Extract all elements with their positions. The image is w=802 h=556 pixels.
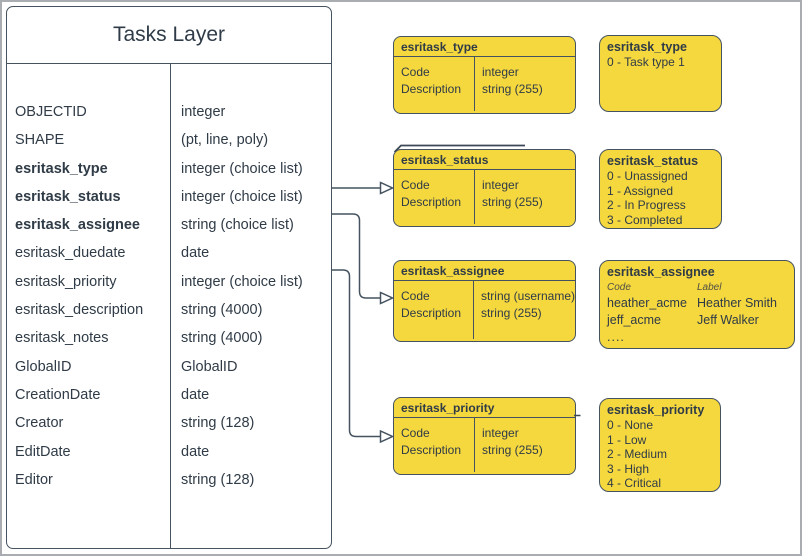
tasks-layer-field-list: OBJECTID integer SHAPE (pt, line, poly) es… — [7, 98, 331, 494]
value-item: 0 - None — [607, 418, 654, 432]
tasks-layer-title: Tasks Layer — [7, 7, 331, 64]
value-item: 0 - Unassigned — [607, 169, 688, 183]
column-header: Code — [607, 282, 631, 293]
note-title: esritask_status — [607, 154, 699, 168]
table-title: esritask_status — [394, 150, 575, 170]
ellipsis: .... — [607, 330, 625, 344]
field-name: esritask_assignee — [15, 217, 140, 234]
open-arrowhead-icon — [379, 291, 395, 305]
field-name: SHAPE — [15, 132, 65, 149]
assignee-code: jeff_acme — [607, 313, 661, 327]
field-type: string (128) — [181, 415, 255, 432]
field-row: esritask_type integer (choice list) — [7, 155, 331, 183]
field-type: integer (choice list) — [181, 188, 303, 205]
field-type: string (4000) — [181, 330, 263, 347]
field-type: string (4000) — [181, 302, 263, 319]
value-item: 0 - Task type 1 — [607, 55, 685, 69]
field-type: (pt, line, poly) — [181, 132, 269, 149]
table-title: esritask_type — [394, 37, 575, 57]
field-row: Creator string (128) — [7, 409, 331, 437]
field-name: esritask_type — [15, 160, 108, 177]
table-types: string (username) string (255) — [472, 281, 575, 339]
field-row: esritask_duedate date — [7, 239, 331, 267]
value-item: 2 - In Progress — [607, 198, 686, 213]
table-types: integer string (255) — [474, 418, 575, 472]
open-arrowhead-icon — [379, 181, 395, 195]
table-fields: Code Description — [401, 65, 462, 96]
value-item: 1 - Assigned — [607, 183, 674, 198]
field-type: string (choice list) — [181, 217, 294, 234]
esritask-priority-code-table: esritask_priority Code Description integ… — [393, 397, 576, 475]
note-title: esritask_type — [607, 40, 687, 54]
field-row: SHAPE (pt, line, poly) — [7, 126, 331, 154]
field-name: Editor — [15, 471, 53, 488]
connector-esritask-priority — [332, 269, 395, 444]
tasks-layer-column-divider — [170, 64, 171, 548]
field-type: GlobalID — [181, 358, 238, 375]
esritask-type-code-table: esritask_type Code Description integer s… — [393, 36, 576, 114]
open-arrowhead-icon — [379, 429, 395, 444]
esritask-assignee-code-table: esritask_assignee Code Description strin… — [393, 260, 576, 342]
field-name: esritask_description — [15, 302, 144, 319]
field-type: date — [181, 245, 210, 262]
tasks-layer-table: Tasks Layer OBJECTID integer SHAPE (pt, li… — [6, 6, 332, 549]
connector-esritask-status — [332, 181, 395, 195]
field-row: CreationDate date — [7, 381, 331, 409]
table-types: integer string (255) — [474, 57, 575, 111]
table-types: integer string (255) — [474, 170, 575, 224]
field-name: esritask_priority — [15, 273, 117, 290]
note-title: esritask_priority — [607, 403, 705, 417]
assignee-label: Jeff Walker — [697, 313, 759, 327]
table-title: esritask_priority — [394, 398, 575, 418]
value-item: 1 - Low — [607, 432, 647, 447]
field-name: esritask_status — [15, 188, 121, 205]
field-row: esritask_assignee string (choice list) — [7, 211, 331, 239]
field-row: esritask_priority integer (choice list) — [7, 268, 331, 296]
field-type: integer — [181, 104, 226, 120]
value-item: 2 - Medium — [607, 447, 668, 462]
field-type: date — [181, 386, 210, 403]
table-title: esritask_assignee — [394, 261, 575, 281]
field-name: OBJECTID — [15, 104, 87, 120]
field-type: date — [181, 443, 210, 460]
field-row: esritask_description string (4000) — [7, 296, 331, 324]
field-row: Editor string (128) — [7, 466, 331, 494]
assignee-value-table: Code Label heather_acme Heather Smith je… — [607, 280, 788, 329]
note-title: esritask_assignee — [607, 265, 715, 279]
field-type: string (128) — [181, 471, 255, 488]
value-item: 3 - Completed — [607, 212, 683, 227]
esritask-type-values-note: esritask_type 0 - Task type 1 — [599, 35, 722, 112]
assignee-code: heather_acme — [607, 296, 687, 310]
field-row: EditDate date — [7, 438, 331, 466]
value-item: 3 - High — [607, 461, 650, 476]
table-fields: Code Description — [401, 426, 462, 457]
field-name: esritask_duedate — [15, 245, 126, 262]
table-fields: Code Description — [401, 289, 462, 320]
field-row: esritask_notes string (4000) — [7, 324, 331, 352]
field-name: CreationDate — [15, 386, 101, 403]
value-item: 4 - Critical — [607, 476, 662, 491]
field-name: Creator — [15, 415, 64, 432]
assignee-label: Heather Smith — [697, 296, 777, 310]
connector-esritask-assignee — [332, 213, 395, 305]
field-name: esritask_notes — [15, 330, 109, 347]
esritask-status-values-note: esritask_status 0 - Unassigned 1 - Assig… — [599, 149, 722, 229]
esritask-assignee-values-note: esritask_assignee Code Label heather_acm… — [599, 260, 795, 349]
column-header: Label — [697, 282, 722, 293]
field-name: EditDate — [15, 443, 71, 460]
field-row: OBJECTID integer — [7, 98, 331, 126]
field-row: esritask_status integer (choice list) — [7, 183, 331, 211]
table-fields: Code Description — [401, 178, 462, 209]
field-row: GlobalID GlobalID — [7, 353, 331, 381]
esritask-status-code-table: esritask_status Code Description integer… — [393, 149, 576, 227]
field-name: GlobalID — [15, 358, 72, 375]
esritask-priority-values-note: esritask_priority 0 - None 1 - Low 2 - M… — [599, 398, 721, 492]
field-type: integer (choice list) — [181, 160, 303, 177]
field-type: integer (choice list) — [181, 273, 303, 290]
